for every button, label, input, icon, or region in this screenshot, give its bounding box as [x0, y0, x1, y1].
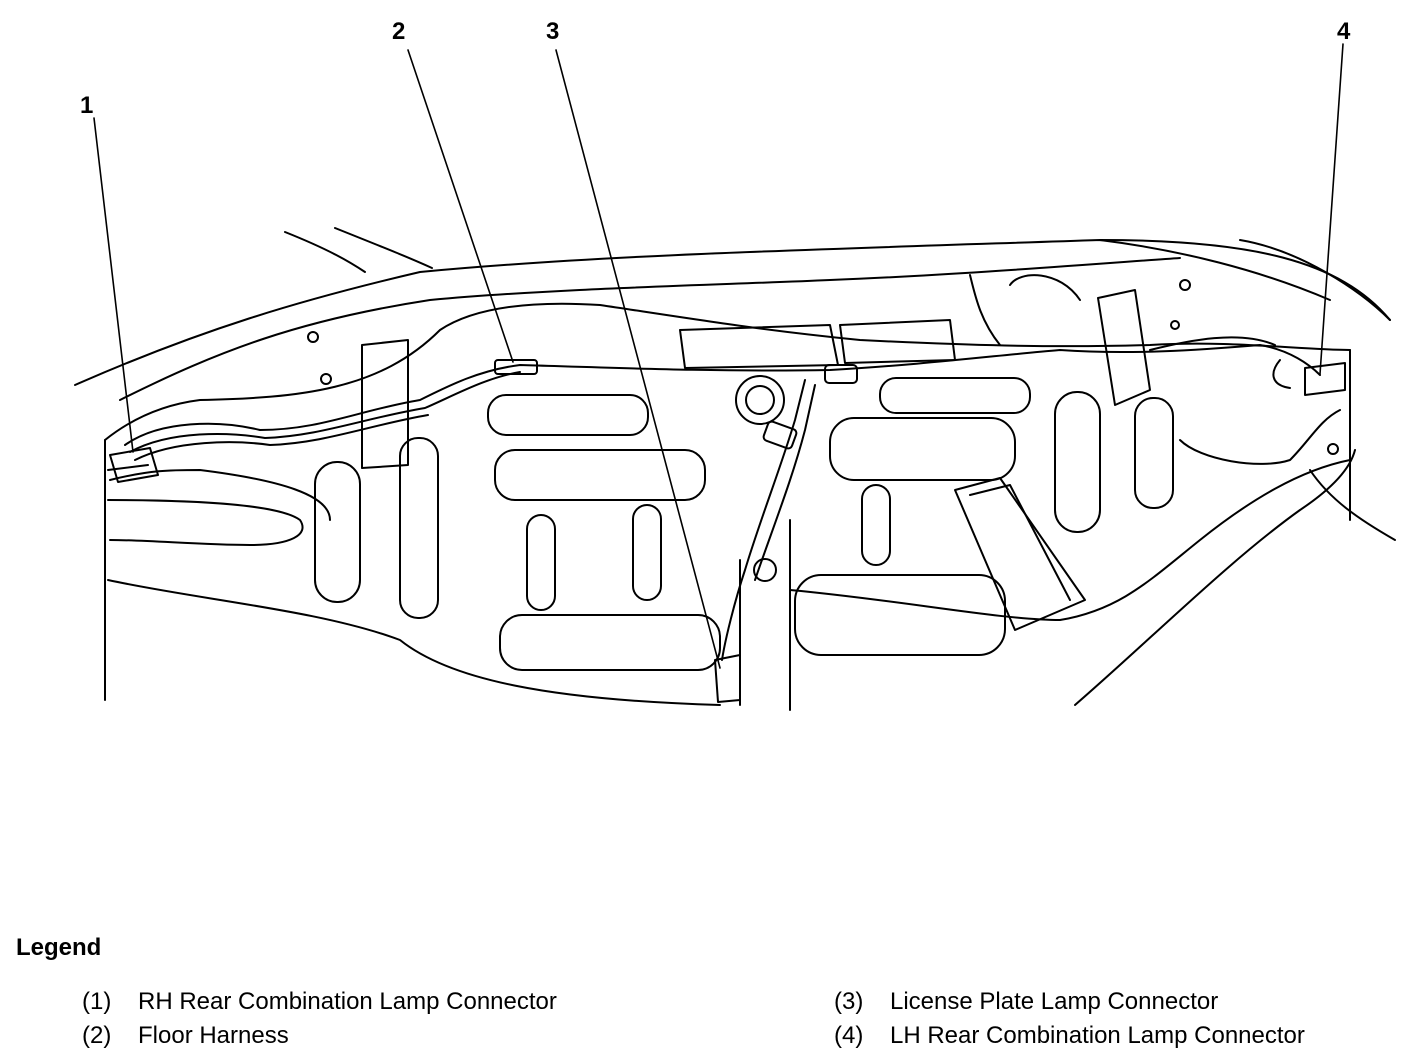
harness-brackets — [361, 289, 1151, 469]
legend-item-4: (4) LH Rear Combination Lamp Connector — [834, 1022, 1305, 1050]
rear-body-wiring-diagram — [74, 43, 1396, 711]
lamp-connectors — [107, 359, 1346, 703]
upper-body-outline — [74, 227, 1391, 401]
license-lamp-connector-shape — [714, 654, 741, 703]
legend-item-number: (1) — [82, 988, 112, 1015]
legend-item-label: RH Rear Combination Lamp Connector — [138, 988, 557, 1015]
panel-cutouts — [307, 279, 1339, 671]
leader-lines — [93, 43, 1344, 669]
legend-title: Legend — [16, 934, 102, 961]
callout-3: 3 — [546, 18, 560, 45]
legend-item-1: (1) RH Rear Combination Lamp Connector — [82, 988, 557, 1016]
rh-lamp-connector-shape — [109, 447, 159, 483]
floor-harness-wires — [124, 274, 1321, 661]
callout-1: 1 — [80, 92, 94, 119]
rear-panel-outline — [104, 302, 1396, 711]
legend-item-label: License Plate Lamp Connector — [890, 988, 1219, 1015]
lh-lamp-connector-shape — [1304, 362, 1346, 396]
legend-item-number: (4) — [834, 1022, 864, 1049]
legend-item-2: (2) Floor Harness — [82, 1022, 289, 1050]
legend-item-label: Floor Harness — [138, 1022, 289, 1049]
legend-item-label: LH Rear Combination Lamp Connector — [890, 1022, 1305, 1049]
callout-2: 2 — [392, 18, 406, 45]
legend: Legend (1) RH Rear Combination Lamp Conne… — [16, 934, 1396, 1049]
legend-item-number: (2) — [82, 1022, 112, 1049]
legend-item-number: (3) — [834, 988, 864, 1015]
callout-4: 4 — [1337, 18, 1351, 45]
legend-item-3: (3) License Plate Lamp Connector — [834, 988, 1218, 1016]
